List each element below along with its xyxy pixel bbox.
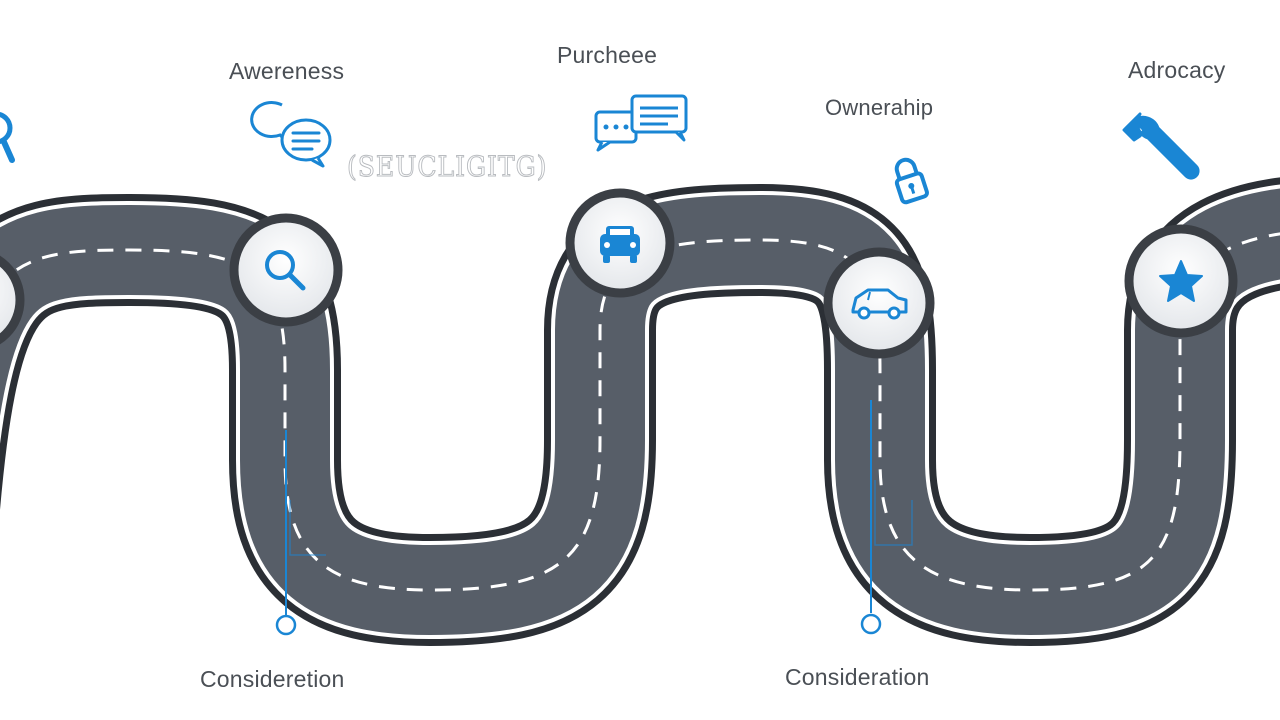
lock-icon (894, 157, 929, 205)
faded-outline-text: (SEUCLIGITG) (347, 150, 548, 184)
consideration-pin-1 (275, 430, 326, 636)
search-badge (229, 213, 343, 327)
star-badge (1124, 224, 1238, 338)
stage-label-consideration-2: Consideration (785, 664, 930, 690)
wrench-partial-icon (0, 111, 15, 163)
car-front-badge (565, 188, 675, 298)
stage-label-ownership: Ownerahip (825, 95, 934, 120)
stage-label-purchase: Purcheee (557, 42, 658, 68)
stage-label-advocacy: Adrocacy (1128, 57, 1226, 83)
consideration-pin-2 (860, 400, 913, 635)
message-bubbles-icon (594, 94, 688, 152)
stage-label-awareness: Awereness (229, 58, 345, 84)
chat-bubbles-icon (250, 101, 332, 168)
stage-label-consideration-1: Consideretion (200, 666, 345, 692)
star-icon (1159, 260, 1203, 302)
car-front-icon (600, 226, 640, 263)
search-icon (265, 250, 306, 291)
wrench-icon (1122, 112, 1200, 180)
partial-badge (0, 255, 25, 345)
car-side-badge (823, 247, 935, 359)
car-side-icon (851, 288, 908, 320)
